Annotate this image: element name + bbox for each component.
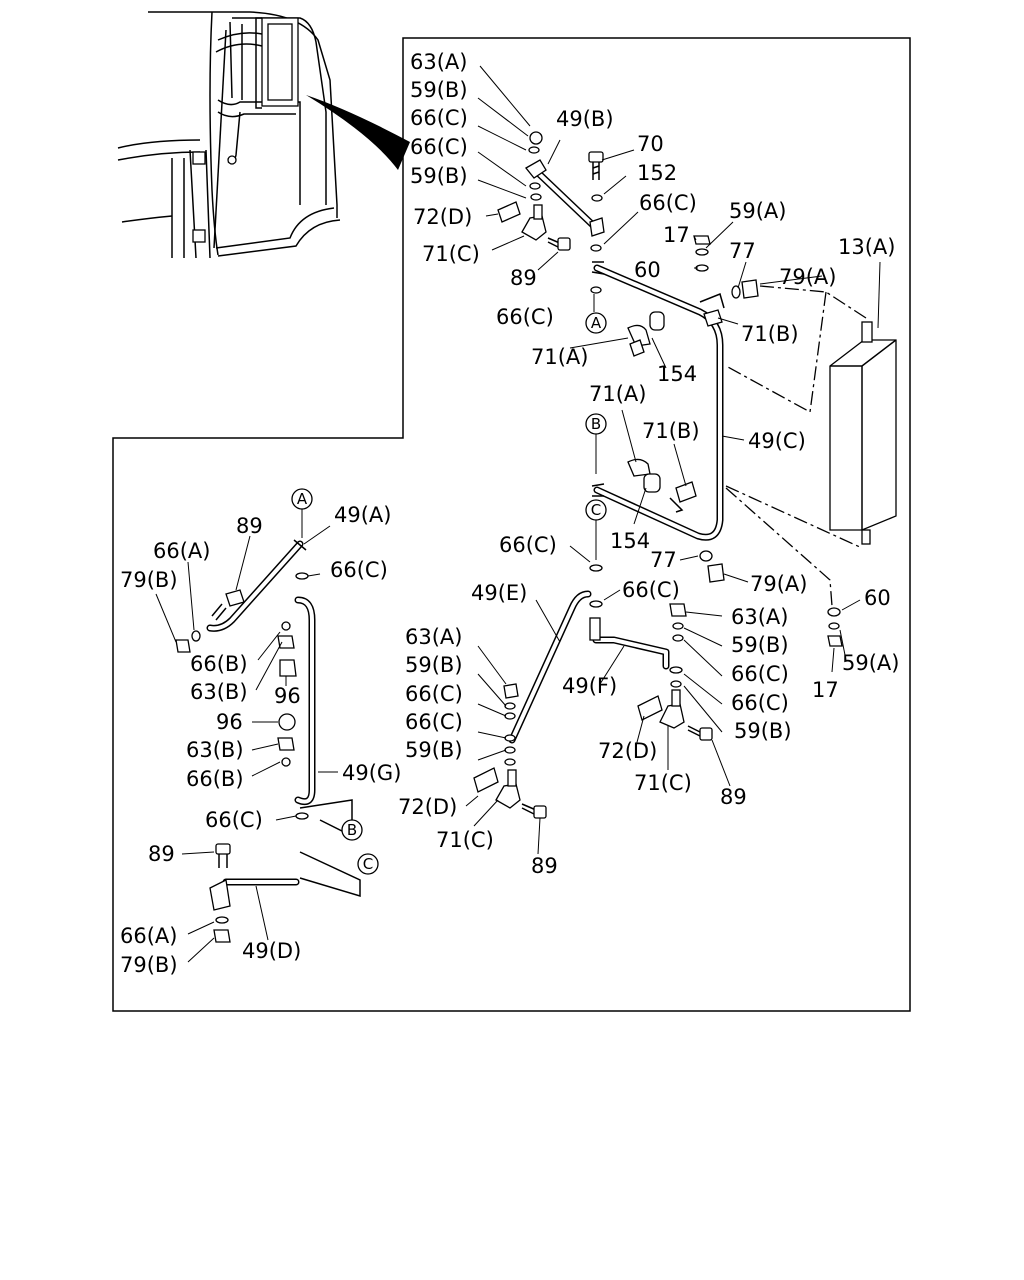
part-label: 59(B) (405, 653, 463, 677)
part-label: 59(A) (729, 199, 786, 223)
marker-text: C (363, 855, 373, 873)
part-label: 66(C) (410, 135, 468, 159)
part-label: 66(B) (190, 652, 248, 676)
part-label: 66(C) (205, 808, 263, 832)
part-label: 66(C) (731, 691, 789, 715)
part-label: 154 (657, 362, 697, 386)
part-label: 79(B) (120, 568, 178, 592)
marker-text: B (591, 415, 601, 433)
part-label: 72(D) (598, 739, 657, 763)
part-label: 60 (864, 586, 891, 610)
part-label: 66(C) (639, 191, 697, 215)
part-label: 49(A) (334, 503, 391, 527)
part-label: 17 (663, 223, 690, 247)
part-label: 63(B) (190, 680, 248, 704)
marker-text: B (347, 821, 357, 839)
part-label: 79(B) (120, 953, 178, 977)
part-label: 77 (729, 239, 756, 263)
truck-cab-inset (117, 11, 410, 259)
circle-marker-c-left: C (357, 853, 379, 875)
part-label: 66(C) (410, 106, 468, 130)
part-label: 89 (531, 854, 558, 878)
part-label: 71(C) (422, 242, 480, 266)
part-label: 71(C) (436, 828, 494, 852)
part-label: 66(C) (405, 682, 463, 706)
part-label: 49(G) (342, 761, 401, 785)
part-label: 66(C) (405, 710, 463, 734)
circle-markers: A B C A B C (291, 312, 607, 875)
part-label: 89 (236, 514, 263, 538)
part-label: 154 (610, 529, 650, 553)
part-label: 63(B) (186, 738, 244, 762)
part-label: 79(A) (779, 265, 836, 289)
diagram-frame (112, 37, 911, 1012)
part-label: 89 (510, 266, 537, 290)
part-label: 96 (274, 684, 301, 708)
part-label: 60 (634, 258, 661, 282)
circle-marker-b-left: B (341, 819, 363, 841)
circle-marker-b-upper: B (585, 413, 607, 474)
cab-pointer-wedge (306, 95, 410, 170)
part-label: 89 (720, 785, 747, 809)
part-label: 66(A) (120, 924, 177, 948)
part-label: 66(A) (153, 539, 210, 563)
circle-marker-a-left: A (291, 488, 313, 538)
part-label: 63(A) (405, 625, 462, 649)
part-label: 13(A) (838, 235, 895, 259)
part-label: 63(A) (410, 50, 467, 74)
part-label: 66(C) (622, 578, 680, 602)
marker-text: A (297, 490, 308, 508)
leader-lines (155, 65, 881, 963)
marker-text: A (591, 314, 602, 332)
part-label: 72(D) (398, 795, 457, 819)
part-label: 70 (637, 132, 664, 156)
part-label: 59(B) (405, 738, 463, 762)
part-label: 59(B) (410, 164, 468, 188)
part-label: 49(E) (471, 581, 527, 605)
part-label: 71(A) (589, 382, 646, 406)
marker-text: C (591, 501, 601, 519)
middle-assembly (473, 564, 713, 819)
part-label: 17 (812, 678, 839, 702)
part-label: 71(C) (634, 771, 692, 795)
part-label: 59(B) (410, 78, 468, 102)
part-label: 49(B) (556, 107, 614, 131)
part-label: 66(C) (731, 662, 789, 686)
circle-marker-a-upper: A (585, 312, 607, 334)
part-label: 77 (650, 548, 677, 572)
part-label: 66(C) (330, 558, 388, 582)
part-label: 72(D) (413, 205, 472, 229)
part-label: 66(B) (186, 767, 244, 791)
part-label: 66(C) (499, 533, 557, 557)
part-label: 59(A) (842, 651, 899, 675)
part-label: 63(A) (731, 605, 788, 629)
upper-assembly (497, 131, 897, 647)
circle-marker-c-middle: C (585, 499, 607, 560)
part-label: 71(B) (642, 419, 700, 443)
part-label: 59(B) (734, 719, 792, 743)
part-label: 89 (148, 842, 175, 866)
part-label: 152 (637, 161, 677, 185)
part-label: 79(A) (750, 572, 807, 596)
part-labels: 63(A) 59(B) 66(C) 66(C) 59(B) 72(D) 71(C… (120, 50, 899, 977)
part-label: 71(A) (531, 345, 588, 369)
part-label: 59(B) (731, 633, 789, 657)
part-label: 49(D) (242, 939, 301, 963)
part-label: 71(B) (741, 322, 799, 346)
part-label: 66(C) (496, 305, 554, 329)
part-label: 96 (216, 710, 243, 734)
part-label: 49(F) (562, 674, 617, 698)
part-label: 49(C) (748, 429, 806, 453)
